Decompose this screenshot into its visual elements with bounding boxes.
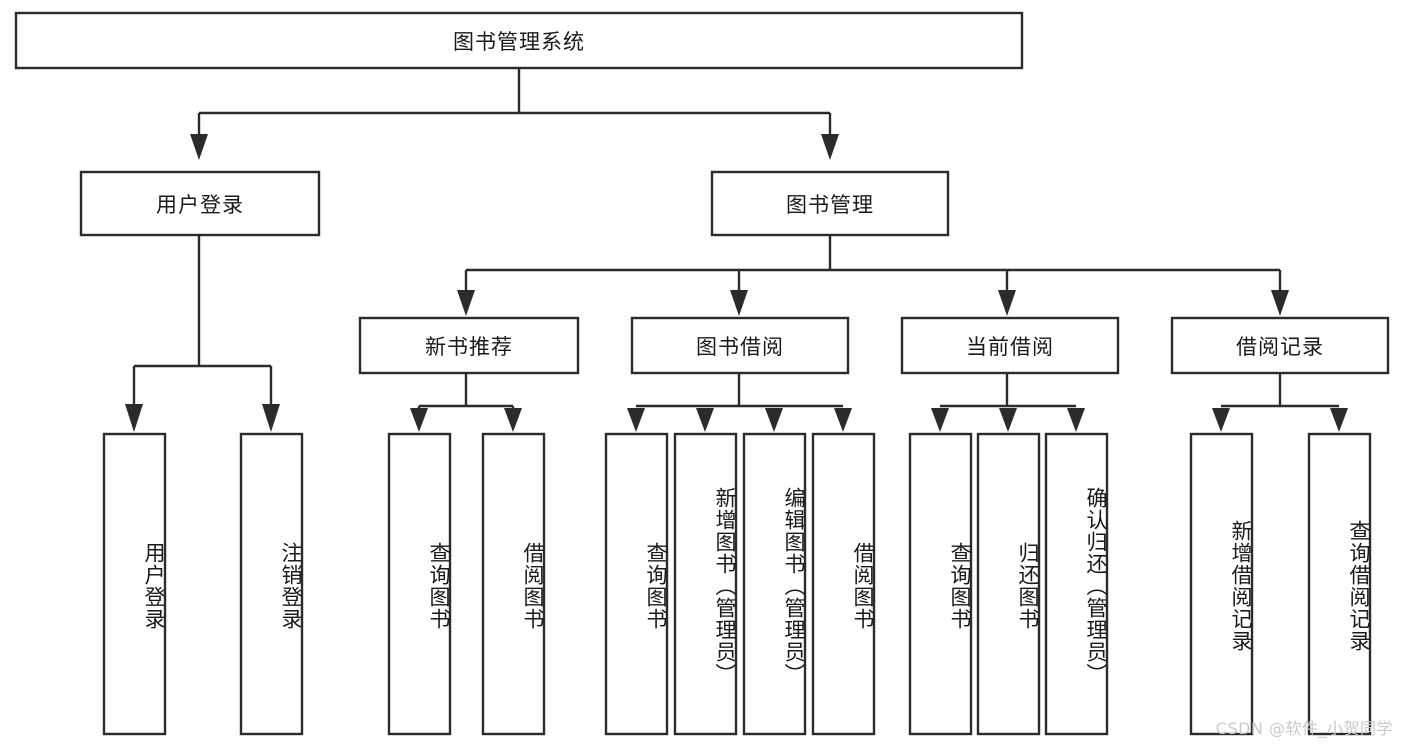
connector-group-borrow-record <box>1212 373 1348 432</box>
arrow-bookborrow-leaf-1 <box>627 408 645 432</box>
arrow-currentborrow-leaf-1 <box>931 408 949 432</box>
node-box-leaf-current-borrow-1[interactable] <box>908 432 973 736</box>
node-box-borrow-record[interactable] <box>1170 316 1390 375</box>
arrow-bookborrow-leaf-3 <box>765 408 783 432</box>
arrow-user-login-leaf-2 <box>262 404 280 432</box>
connector-group-current-borrow <box>931 373 1085 432</box>
node-box-current-borrow[interactable] <box>900 316 1120 375</box>
arrow-borrowrecord-leaf-1 <box>1212 408 1230 432</box>
arrow-root-to-user-login <box>190 134 208 160</box>
node-box-root[interactable] <box>14 11 1024 70</box>
arrow-bm-to-new-book <box>457 290 475 316</box>
connector-group-book-borrow <box>627 373 852 432</box>
node-box-leaf-new-book-1[interactable] <box>387 432 452 736</box>
arrow-newbook-leaf-1 <box>410 408 428 432</box>
arrow-bm-to-borrow-record <box>1271 290 1289 316</box>
node-box-book-borrow[interactable] <box>630 316 850 375</box>
node-box-leaf-new-book-2[interactable] <box>481 432 546 736</box>
node-box-book-manage[interactable] <box>710 170 950 237</box>
arrow-borrowrecord-leaf-2 <box>1330 408 1348 432</box>
connector-group-new-book <box>410 373 522 432</box>
node-box-leaf-book-borrow-2[interactable] <box>673 432 738 736</box>
arrow-newbook-leaf-2 <box>504 408 522 432</box>
node-box-leaf-current-borrow-2[interactable] <box>976 432 1041 736</box>
arrow-currentborrow-leaf-2 <box>999 408 1017 432</box>
node-box-leaf-book-borrow-3[interactable] <box>742 432 807 736</box>
node-box-leaf-borrow-record-2[interactable] <box>1307 432 1372 736</box>
arrow-bm-to-current-borrow <box>998 290 1016 316</box>
node-box-leaf-book-borrow-4[interactable] <box>811 432 876 736</box>
connector-group-book-manage <box>457 235 1289 316</box>
node-box-leaf-borrow-record-1[interactable] <box>1189 432 1254 736</box>
node-box-user-login[interactable] <box>79 170 321 237</box>
arrow-currentborrow-leaf-3 <box>1067 408 1085 432</box>
node-box-leaf-user-login-2[interactable] <box>239 432 304 736</box>
arrow-bookborrow-leaf-2 <box>696 408 714 432</box>
arrow-bm-to-book-borrow <box>730 290 748 316</box>
node-box-leaf-current-borrow-3[interactable] <box>1044 432 1109 736</box>
connector-group-user-login <box>125 235 280 432</box>
arrow-root-to-book-manage <box>821 134 839 160</box>
node-box-new-book-recommend[interactable] <box>358 316 580 375</box>
connector-group-root <box>190 68 839 160</box>
node-box-leaf-book-borrow-1[interactable] <box>604 432 669 736</box>
node-box-leaf-user-login-1[interactable] <box>102 432 167 736</box>
arrow-bookborrow-leaf-4 <box>834 408 852 432</box>
arrow-user-login-leaf-1 <box>125 404 143 432</box>
